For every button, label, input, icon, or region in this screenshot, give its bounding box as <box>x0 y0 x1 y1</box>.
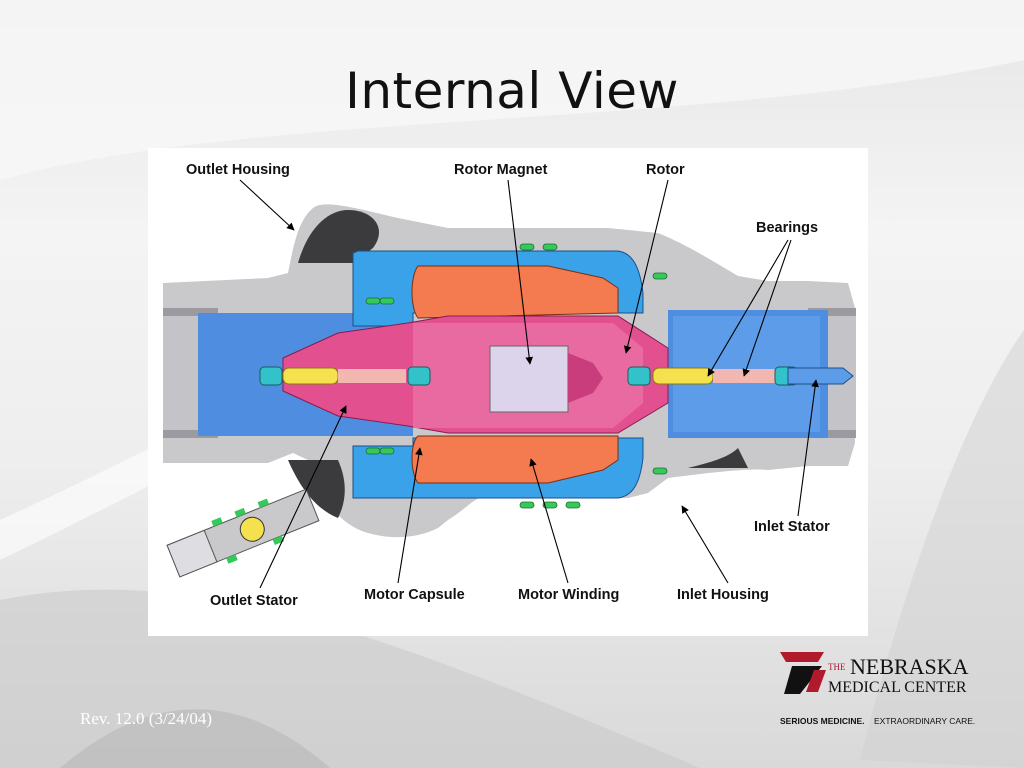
housing-dark-lower <box>288 460 345 518</box>
arrow-inlet-stator <box>797 379 819 517</box>
arrow-outlet-stator <box>259 405 347 589</box>
arrow-bearing-right <box>742 239 792 377</box>
logo-name-line1: NEBRASKA <box>850 654 969 679</box>
label-outlet-housing: Outlet Housing <box>186 162 290 178</box>
motor-winding-bottom <box>411 435 619 484</box>
outlet-port <box>166 488 320 578</box>
arrow-motor-winding <box>529 458 569 584</box>
pump-cross-section-diagram: Outlet Housing Rotor Magnet Rotor Bearin… <box>148 148 868 636</box>
revision-footer: Rev. 12.0 (3/24/04) <box>80 709 213 728</box>
seals <box>365 243 668 509</box>
arrow-rotor <box>623 179 669 354</box>
bearing-right <box>652 367 714 385</box>
bearing-left <box>282 367 339 385</box>
arrow-motor-capsule <box>397 447 423 584</box>
logo-the: THE <box>828 662 846 672</box>
housing-dark-inlet <box>688 448 748 468</box>
logo-tagline-rest: EXTRAORDINARY CARE. <box>874 716 975 726</box>
arrow-inlet-housing <box>681 505 729 584</box>
nebraska-medical-center-logo: THE NEBRASKA MEDICAL CENTER SERIOUS MEDI… <box>778 648 988 728</box>
label-motor-capsule: Motor Capsule <box>364 587 465 603</box>
cross-section-drawing: Outlet Housing Rotor Magnet Rotor Bearin… <box>163 162 856 609</box>
label-rotor: Rotor <box>646 162 685 178</box>
label-inlet-stator: Inlet Stator <box>754 519 830 535</box>
logo-tagline-bold: SERIOUS MEDICINE. <box>780 716 865 726</box>
label-outlet-stator: Outlet Stator <box>210 593 298 609</box>
arrow-rotor-magnet <box>507 179 534 365</box>
logo-mark <box>780 652 826 694</box>
housing-dark-upper <box>298 210 379 263</box>
arrow-bearing-left <box>707 239 789 377</box>
arrow-outlet-housing <box>239 179 295 231</box>
leader-lines <box>239 179 819 589</box>
motor-winding-top <box>411 265 619 319</box>
label-motor-winding: Motor Winding <box>518 587 619 603</box>
slide-title: Internal View <box>345 62 679 120</box>
logo-name-line2: MEDICAL CENTER <box>828 679 967 696</box>
label-rotor-magnet: Rotor Magnet <box>454 162 548 178</box>
inlet-stator-tip <box>787 367 854 385</box>
label-bearings: Bearings <box>756 220 818 236</box>
label-inlet-housing: Inlet Housing <box>677 587 769 603</box>
